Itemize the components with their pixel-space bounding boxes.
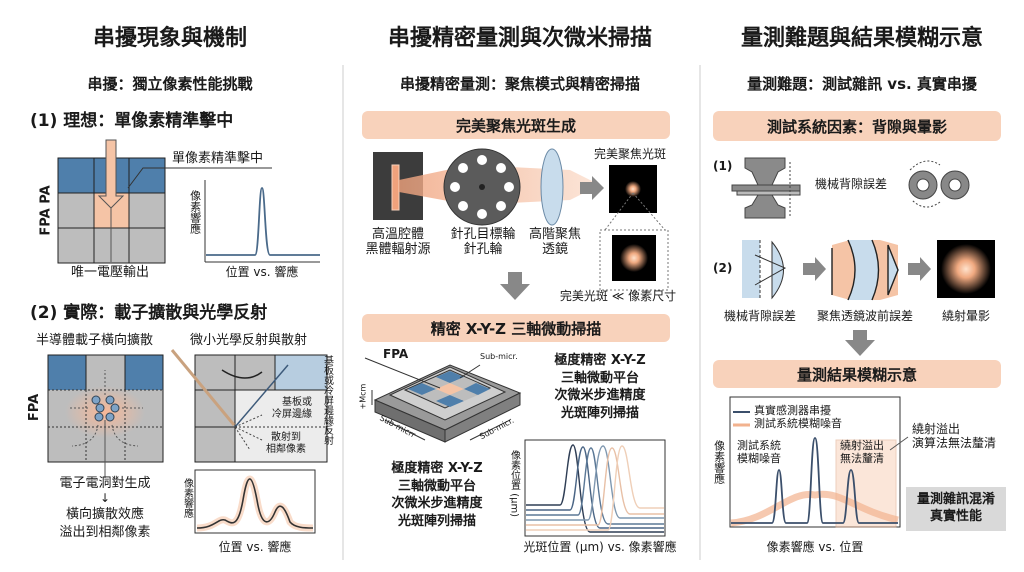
- ideal-chart-xlabel: 位置 vs. 響應: [225, 265, 299, 279]
- diffusion-label: 半導體載子橫向擴散: [36, 333, 154, 348]
- right-subtitle: 量測難題：測試雜訊 vs. 真實串擾: [747, 75, 977, 93]
- stage-sub-label: Sub-micr.: [480, 352, 518, 361]
- text-line: 次微米步進精度: [391, 496, 483, 512]
- ideal-chart-ylabel: 像素響應: [188, 190, 202, 234]
- scan-banner: 精密 X-Y-Z 三軸微動掃描: [362, 314, 670, 342]
- item2-number: (2): [713, 261, 733, 275]
- real-response-chart: [194, 469, 316, 534]
- blur-chart-xlabel: 像素響應 vs. 位置: [766, 540, 864, 554]
- lens-label: 高階聚焦 透鏡: [528, 227, 582, 257]
- stage-z-label: +Mcm: [358, 383, 368, 410]
- noise-label: 測試系統 模糊噪音: [737, 439, 781, 465]
- wavefront-diagram: [831, 239, 899, 301]
- arrow-icon: [803, 257, 826, 281]
- text-line: 次微米步進精度: [554, 388, 646, 404]
- arrow-icon: [580, 176, 604, 200]
- down-arrow-icon: [500, 272, 530, 300]
- text-line: 極度精密 X-Y-Z: [554, 353, 646, 368]
- right-title: 量測難題與結果模糊示意: [740, 26, 984, 51]
- text-line: 光斑陣列掃描: [560, 405, 639, 421]
- text-line: 三軸微動平台: [397, 478, 476, 494]
- reflection-label: 微小光學反射與散射: [190, 333, 308, 348]
- edge-label: 基板或 冷屏邊緣: [272, 397, 312, 420]
- fpa-pa-label: FPA PA: [38, 185, 54, 236]
- fpa-label: FPA: [27, 393, 43, 422]
- effect-line2: 溢出到相鄰像素: [59, 525, 151, 540]
- result-banner: 量測結果模糊示意: [713, 360, 1001, 388]
- scan-profile-chart: [524, 439, 666, 537]
- conclusion-box: 量測雜訊混淆 真實性能: [906, 487, 1006, 531]
- overflow-note: 繞射溢出 演算法無法釐清: [912, 422, 997, 450]
- middle-subtitle: 串擾精密量測：聚焦模式與精密掃描: [399, 75, 641, 93]
- wheel-label: 針孔目標輪 針孔輪: [450, 227, 516, 257]
- stage-text-right: 極度精密 X-Y-Z 三軸微動平台 次微米步進精度 光斑陣列掃描: [554, 352, 645, 422]
- ideal-pixel-grid: [57, 139, 272, 264]
- legend-true: 真實感測器串擾: [754, 404, 831, 417]
- pair-label: 電子電洞對生成: [59, 476, 151, 491]
- test-system-banner: 測試系統因素：背隙與暈影: [713, 111, 1001, 141]
- left-title: 串擾現象與機制: [92, 26, 248, 51]
- down-arrow-icon: [845, 330, 875, 356]
- source-label: 高溫腔體 黑體輻射源: [365, 227, 431, 257]
- left-subtitle: 串擾：獨立像素性能挑戰: [87, 75, 253, 93]
- down-arrow-icon: ↓: [99, 491, 111, 505]
- stage-text-bottom: 極度精密 X-Y-Z 三軸微動平台 次微米步進精度 光斑陣列掃描: [391, 460, 482, 530]
- text-line: 三軸微動平台: [560, 370, 639, 386]
- spot-generation-banner: 完美聚焦光斑生成: [362, 111, 670, 139]
- ideal-heading: (1) 理想：單像素精準擊中: [30, 111, 234, 131]
- item2-label: 繞射暈影: [941, 309, 991, 323]
- arrow-icon: [908, 257, 931, 281]
- scan-chart-ylabel: 像素位置 (μm): [508, 450, 520, 518]
- focus-lens: [540, 148, 564, 226]
- item1-number: (1): [713, 159, 733, 173]
- real-chart-ylabel: 像素響應: [181, 478, 193, 518]
- scan-chart-xlabel: 光斑位置 (μm) vs. 像素響應: [523, 540, 677, 554]
- blur-result-chart: [729, 396, 909, 528]
- blur-chart-ylabel: 像素響應: [712, 440, 726, 484]
- real-heading: (2) 實際：載子擴散與光學反射: [30, 303, 268, 323]
- overflow-box-label: 繞射溢出 無法釐清: [840, 439, 884, 465]
- scatter-label: 散射到 相鄰像素: [266, 432, 306, 455]
- diffusion-pixel-grid: [47, 354, 164, 478]
- spot-label: 完美聚焦光斑: [593, 147, 667, 161]
- xyz-stage: [364, 357, 522, 443]
- effect-line1: 橫向擴散效應: [65, 507, 145, 522]
- gears-icon: [908, 160, 970, 208]
- item2-label: 聚焦透鏡波前誤差: [816, 309, 914, 323]
- backlash-mechanism: [731, 157, 801, 219]
- output-label: 唯一電壓輸出: [70, 265, 150, 280]
- text-line: 極度精密 X-Y-Z: [391, 461, 483, 476]
- reflection-pixel-grid: [170, 349, 328, 463]
- item2-label: 機械背隙誤差: [723, 309, 797, 323]
- backlash-lens-diagram: [742, 240, 787, 300]
- ideal-response-chart: [204, 180, 320, 263]
- hit-label: 單像素精準擊中: [172, 151, 264, 166]
- spot-note: 完美光斑 ≪ 像素尺寸: [559, 289, 677, 303]
- stage-fpa-label: FPA: [383, 347, 409, 361]
- edge-label-vertical: 基板或冷屏邊緣反射: [321, 355, 333, 445]
- legend-noise: 測試系統模糊噪音: [754, 417, 842, 430]
- pinhole-wheel: [443, 148, 521, 226]
- incident-arrow: [97, 139, 125, 209]
- text-line: 光斑陣列掃描: [397, 513, 476, 529]
- real-chart-xlabel: 位置 vs. 響應: [218, 540, 292, 554]
- item1-label: 機械背隙誤差: [815, 177, 888, 191]
- middle-title: 串擾精密量測與次微米掃描: [387, 26, 653, 51]
